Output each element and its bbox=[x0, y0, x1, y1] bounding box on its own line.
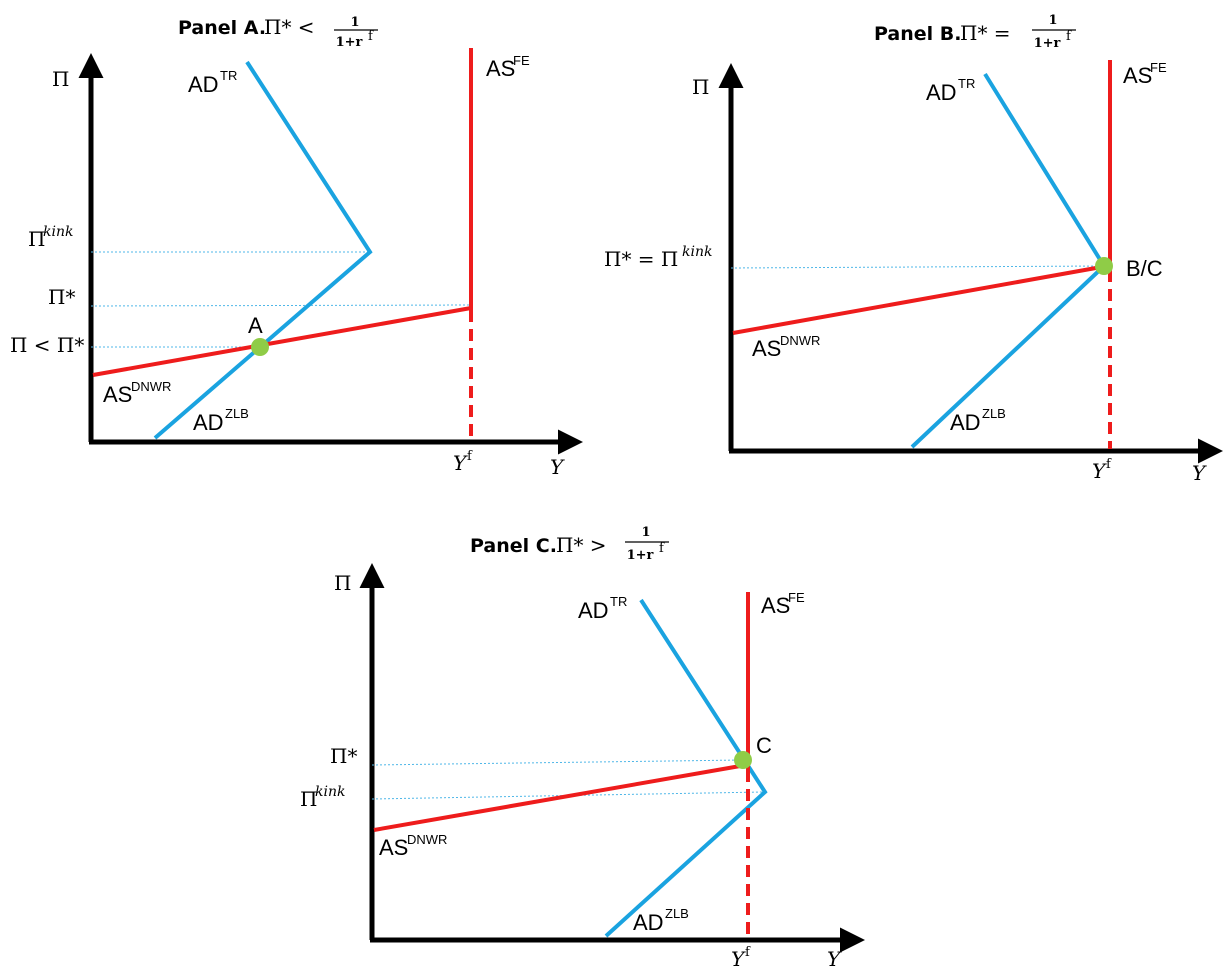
panel-c-guide-kink bbox=[371, 791, 764, 800]
panel-c-frac-den-sup: f bbox=[659, 541, 665, 556]
panel-c-title: Panel C. bbox=[470, 535, 557, 557]
panel-c-tick-star: Π* bbox=[330, 744, 357, 768]
panel-b-ad-curve bbox=[910, 72, 1107, 449]
panel-b-point-label: B/C bbox=[1126, 256, 1163, 281]
panel-a-title-math: Π* < bbox=[264, 15, 315, 39]
panel-a-ad-tr-sup: TR bbox=[220, 68, 237, 83]
panel-c-ad-tr-sup: TR bbox=[610, 594, 627, 609]
panel-c-point-label: C bbox=[756, 733, 772, 758]
panel-c-ad-zlb-sup: ZLB bbox=[665, 906, 689, 921]
panel-c-ad-tr-label: AD bbox=[578, 598, 609, 623]
panel-b-ad-zlb-sup: ZLB bbox=[982, 406, 1006, 421]
panel-c-yf-sup: f bbox=[745, 945, 751, 960]
panel-c-as-fe-sup: FE bbox=[788, 590, 805, 605]
panel-a-frac-den-sup: f bbox=[368, 29, 374, 44]
panel-c-as-dnwr-label: AS bbox=[379, 835, 408, 860]
panel-b-frac-num: 1 bbox=[1048, 13, 1057, 28]
panel-a-point-label: A bbox=[248, 313, 263, 338]
panel-a-tick-kink-sup: kink bbox=[43, 224, 73, 240]
panel-a-frac-num: 1 bbox=[350, 15, 359, 30]
panel-c-x-label: Y bbox=[827, 947, 842, 971]
panel-b-yf-label: Y bbox=[1092, 459, 1107, 483]
panel-a-as-fe-sup: FE bbox=[513, 53, 530, 68]
panel-c: Panel C. Π* > 1 1+r f Π Y Y f Π* Π kink … bbox=[300, 525, 865, 971]
panel-a-tick-kink: Π bbox=[28, 227, 45, 251]
panel-c-title-math: Π* > bbox=[556, 533, 607, 557]
panel-b-guide-eq bbox=[730, 265, 1105, 269]
panel-b-frac-den-sup: f bbox=[1066, 29, 1072, 44]
panel-b-frac-den: 1+r bbox=[1034, 36, 1061, 51]
panel-b-y-label: Π bbox=[692, 75, 709, 99]
panel-a-as-dnwr-label: AS bbox=[103, 382, 132, 407]
panel-b-equilibrium-point bbox=[1095, 257, 1113, 275]
panel-a-as-dnwr-sup: DNWR bbox=[131, 379, 171, 394]
panel-a-y-label: Π bbox=[52, 67, 69, 91]
panel-b-as-dnwr-sup: DNWR bbox=[780, 333, 820, 348]
panel-a-title: Panel A. bbox=[178, 17, 266, 39]
panel-c-frac-den: 1+r bbox=[627, 548, 654, 563]
panel-c-y-label: Π bbox=[334, 571, 351, 595]
panel-c-as-dnwr-curve bbox=[373, 763, 747, 832]
panel-c-equilibrium-point bbox=[734, 751, 752, 769]
panel-c-tick-kink-sup: kink bbox=[315, 784, 345, 800]
panel-a-ad-zlb-label: AD bbox=[193, 410, 224, 435]
panel-a-guide-star bbox=[90, 304, 471, 307]
panel-a: Panel A. Π* < 1 1+r f Π Y Y f Π kink Π* … bbox=[10, 15, 583, 479]
panel-b-yf-sup: f bbox=[1106, 457, 1112, 472]
panel-a-tick-less: Π < Π* bbox=[10, 333, 84, 357]
panel-c-ad-zlb-label: AD bbox=[633, 910, 664, 935]
panel-c-ad-curve bbox=[604, 598, 768, 938]
panel-a-yf-sup: f bbox=[467, 449, 473, 464]
panel-c-tick-kink: Π bbox=[300, 787, 317, 811]
panel-a-frac-den: 1+r bbox=[336, 35, 363, 50]
panel-a-yf-label: Y bbox=[453, 451, 468, 475]
panel-a-ad-zlb-sup: ZLB bbox=[225, 406, 249, 421]
panel-b-ad-tr-label: AD bbox=[926, 80, 957, 105]
panel-a-as-dnwr-curve bbox=[92, 306, 472, 377]
panel-b-as-fe-label: AS bbox=[1123, 63, 1152, 88]
panel-b-x-label: Y bbox=[1192, 461, 1207, 485]
panel-b-as-dnwr-label: AS bbox=[752, 336, 781, 361]
panel-a-ad-tr-label: AD bbox=[188, 72, 219, 97]
panel-a-x-label: Y bbox=[550, 455, 565, 479]
panel-c-as-dnwr-sup: DNWR bbox=[407, 832, 447, 847]
panel-b-title: Panel B. bbox=[874, 23, 961, 45]
panel-b-tick-eq: Π* = Π bbox=[604, 247, 678, 271]
panel-a-tick-star: Π* bbox=[48, 285, 75, 309]
panel-a-ad-curve bbox=[153, 60, 373, 440]
panel-b: Panel B. Π* = 1 1+r f Π Y Y f Π* = Π kin… bbox=[604, 13, 1223, 485]
panel-c-frac-num: 1 bbox=[641, 525, 650, 540]
panel-c-yf-label: Y bbox=[731, 947, 746, 971]
panel-b-as-fe-sup: FE bbox=[1150, 60, 1167, 75]
panel-b-ad-tr-sup: TR bbox=[958, 76, 975, 91]
panel-a-equilibrium-point bbox=[251, 338, 269, 356]
panel-b-ad-zlb-label: AD bbox=[950, 410, 981, 435]
panel-a-as-fe-label: AS bbox=[486, 56, 515, 81]
panel-c-guide-star bbox=[371, 759, 744, 766]
panel-b-title-math: Π* = bbox=[960, 21, 1011, 45]
panel-c-as-fe-label: AS bbox=[761, 593, 790, 618]
panel-b-as-dnwr-curve bbox=[732, 264, 1108, 335]
panel-b-tick-eq-sup: kink bbox=[682, 244, 712, 260]
